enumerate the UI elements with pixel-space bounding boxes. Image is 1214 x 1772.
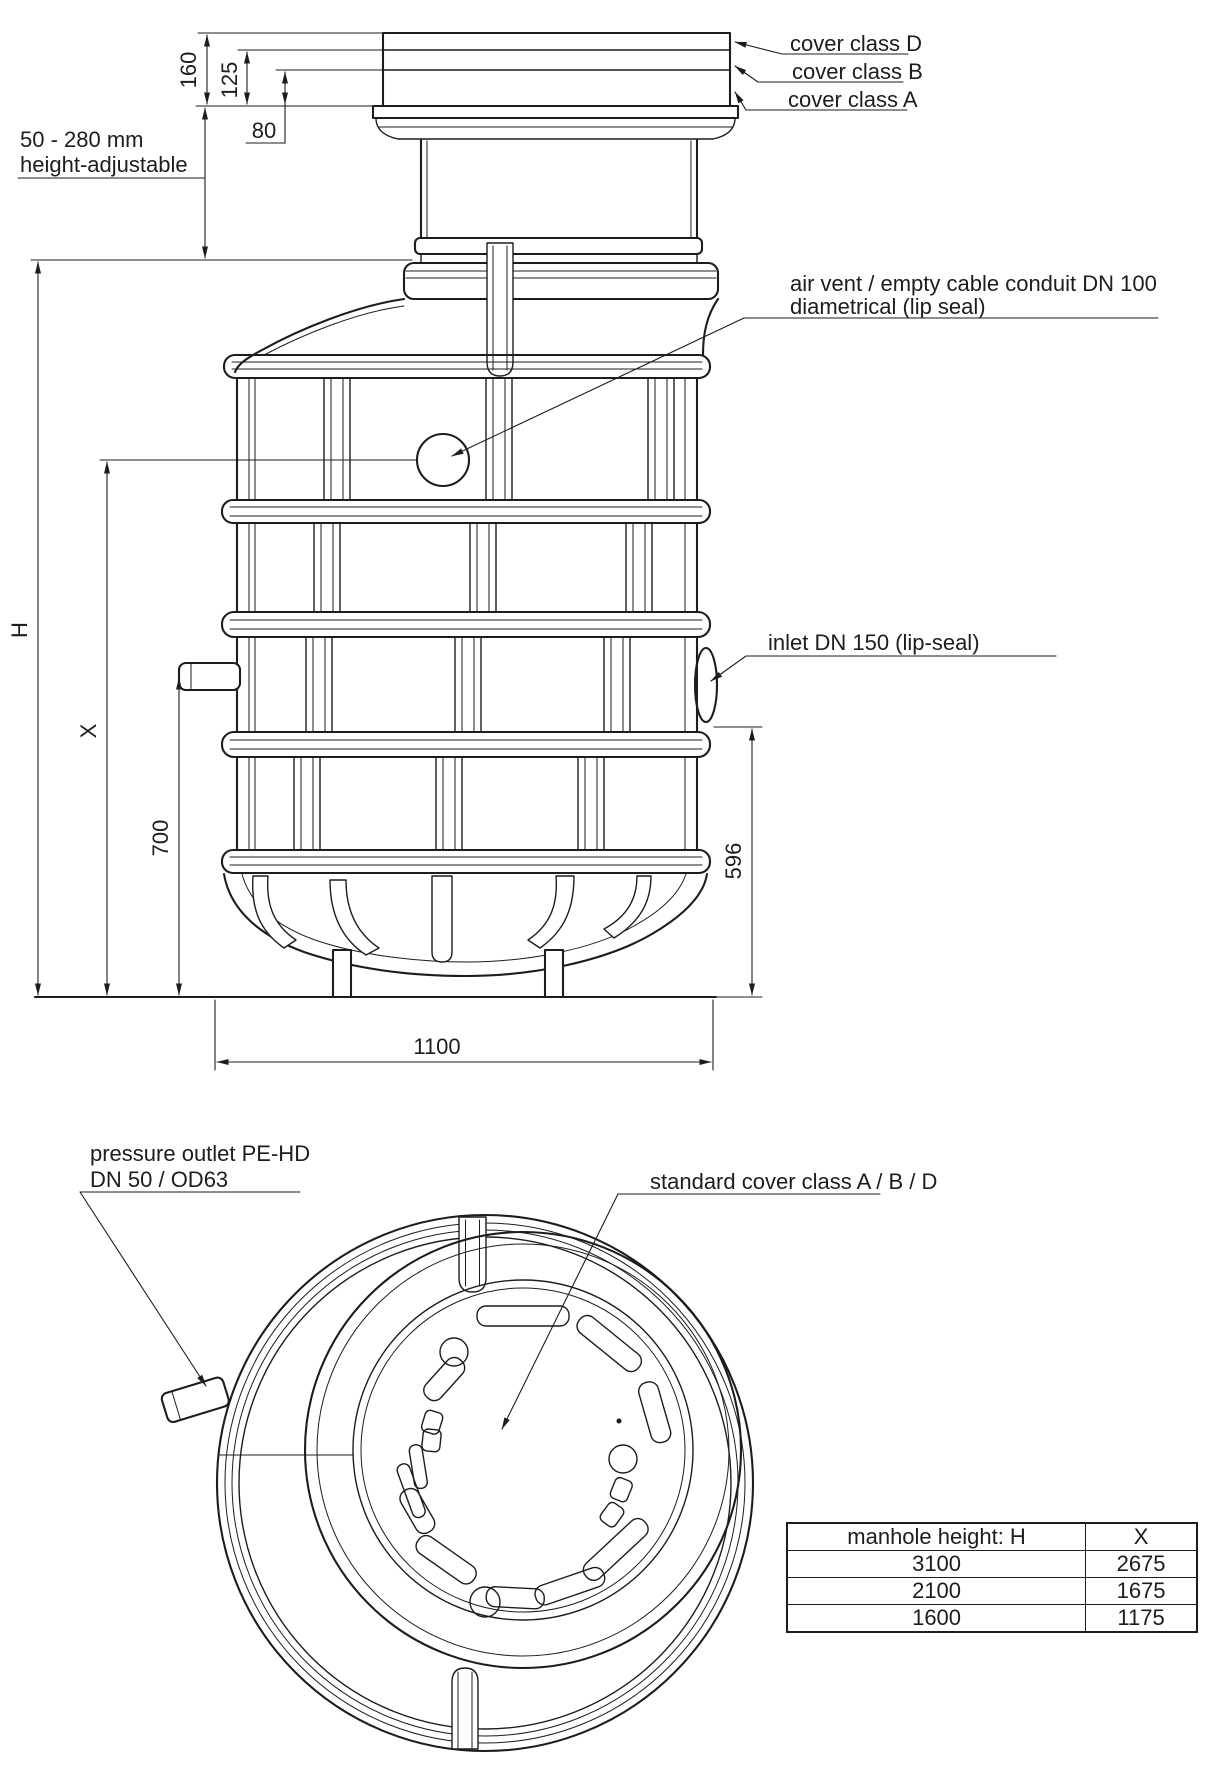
dimensions: 160 125 80 50 - 280 mm height-adjustable… — [7, 32, 763, 1071]
leader-labels: cover class D cover class B cover class … — [451, 31, 1159, 682]
air-vent-hole — [415, 432, 471, 488]
tank-body — [177, 353, 719, 875]
pressure-outlet-stub-top — [160, 1376, 230, 1424]
label-air-vent-2: diametrical (lip seal) — [790, 294, 986, 319]
table-row: 2100 1675 — [786, 1577, 1198, 1605]
rib-row-4 — [248, 756, 686, 851]
label-cover-class-b: cover class B — [792, 59, 923, 84]
side-view: 160 125 80 50 - 280 mm height-adjustable… — [7, 31, 1159, 1071]
label-pressure-outlet-2: DN 50 / OD63 — [90, 1167, 228, 1192]
table-row: 1600 1175 — [786, 1604, 1198, 1633]
table-cell-x: 1175 — [1085, 1604, 1198, 1633]
table-cell-h: 1600 — [786, 1604, 1087, 1633]
table-cell-h: 2100 — [786, 1577, 1087, 1605]
manhole-height-table: manhole height: H X 3100 2675 2100 1675 … — [786, 1522, 1198, 1633]
leg-right — [543, 948, 565, 999]
label-height-adjustable-2: height-adjustable — [20, 152, 188, 177]
dim-80: 80 — [252, 118, 276, 143]
table-header-row: manhole height: H X — [786, 1522, 1198, 1551]
table-cell-x: 2675 — [1085, 1550, 1198, 1578]
dim-1100: 1100 — [413, 1034, 460, 1059]
label-standard-cover: standard cover class A / B / D — [650, 1169, 937, 1194]
top-view: pressure outlet PE-HD DN 50 / OD63 stand… — [79, 1141, 937, 1753]
leg-left — [331, 948, 353, 999]
dim-700: 700 — [148, 820, 173, 857]
dim-H: H — [7, 622, 32, 638]
tank-dome — [233, 242, 720, 377]
inlet-hole — [693, 646, 719, 724]
label-inlet: inlet DN 150 (lip-seal) — [768, 630, 980, 655]
tank-bottom — [33, 872, 718, 999]
dim-125: 125 — [217, 62, 242, 99]
dim-596: 596 — [721, 843, 746, 880]
label-pressure-outlet-1: pressure outlet PE-HD — [90, 1141, 310, 1166]
label-cover-class-a: cover class A — [788, 87, 918, 112]
table-header-x: X — [1085, 1522, 1198, 1551]
rib-row-1 — [248, 377, 686, 501]
table-row: 3100 2675 — [786, 1550, 1198, 1578]
label-air-vent-1: air vent / empty cable conduit DN 100 — [790, 271, 1157, 296]
cover-stack — [371, 31, 740, 264]
table-cell-h: 3100 — [786, 1550, 1087, 1578]
label-height-adjustable-1: 50 - 280 mm — [20, 127, 144, 152]
dim-160: 160 — [176, 52, 201, 89]
rib-row-3 — [248, 636, 686, 733]
cover-slot-pattern — [396, 1305, 672, 1618]
rib-row-2 — [248, 522, 686, 613]
pressure-outlet-stub-side — [177, 661, 242, 692]
dim-X: X — [76, 723, 101, 738]
table-cell-x: 1675 — [1085, 1577, 1198, 1605]
label-cover-class-d: cover class D — [790, 31, 922, 56]
table-header-h: manhole height: H — [786, 1522, 1087, 1551]
